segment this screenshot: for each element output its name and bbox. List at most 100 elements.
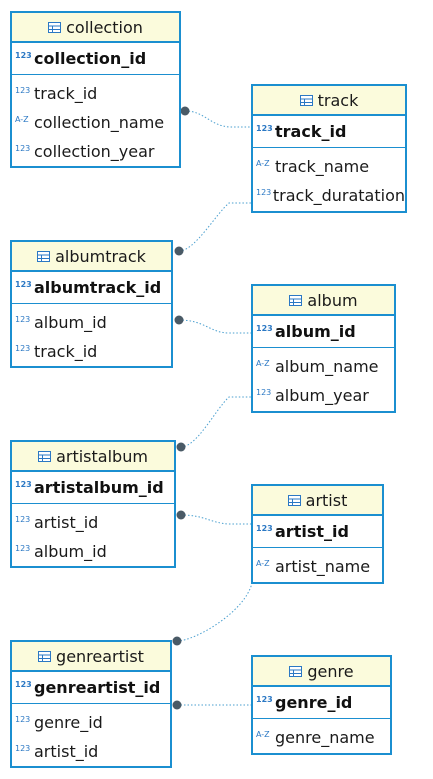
- entity-genreartist[interactable]: genreartist 123 genreartist_id 123 genre…: [10, 640, 172, 768]
- table-icon: [287, 494, 301, 506]
- field-name: album_id: [34, 542, 107, 561]
- link-artistalbum-artist: [180, 514, 252, 525]
- entity-header[interactable]: album: [253, 286, 394, 316]
- connector-dot: [174, 246, 184, 256]
- numeric-type-icon: 123: [15, 85, 31, 95]
- field-name: album_year: [275, 386, 369, 405]
- field[interactable]: 123 artist_id: [12, 737, 170, 766]
- entity-header[interactable]: collection: [12, 13, 179, 43]
- field[interactable]: A-Z collection_name: [12, 108, 179, 137]
- numeric-type-icon: 123: [15, 50, 32, 60]
- entity-header[interactable]: albumtrack: [12, 242, 171, 272]
- connector-dot: [176, 442, 186, 452]
- string-type-icon: A-Z: [256, 158, 270, 168]
- field[interactable]: A-Z track_name: [253, 152, 405, 181]
- field[interactable]: 123 track_id: [12, 79, 179, 108]
- field-name: genre_name: [275, 728, 375, 747]
- field-name: albumtrack_id: [34, 278, 162, 297]
- entity-genre[interactable]: genre 123 genre_id A-Z genre_name: [251, 655, 392, 755]
- field-name: artist_name: [275, 557, 371, 576]
- string-type-icon: A-Z: [256, 558, 270, 568]
- entity-title: album: [307, 290, 358, 310]
- field-name: track_id: [34, 342, 98, 361]
- link-artistalbum-album: [180, 396, 252, 448]
- field-name: artistalbum_id: [34, 478, 164, 497]
- numeric-type-icon: 123: [15, 143, 31, 153]
- entity-header[interactable]: artist: [253, 486, 382, 516]
- pk-field[interactable]: 123 track_id: [253, 116, 405, 148]
- numeric-type-icon: 123: [15, 314, 31, 324]
- numeric-type-icon: 123: [256, 694, 273, 704]
- pk-field[interactable]: 123 collection_id: [12, 43, 179, 75]
- pk-field[interactable]: 123 album_id: [253, 316, 394, 348]
- field-name: artist_id: [34, 742, 99, 761]
- entity-header[interactable]: artistalbum: [12, 442, 174, 472]
- string-type-icon: A-Z: [256, 729, 270, 739]
- numeric-type-icon: 123: [15, 543, 31, 553]
- table-icon: [48, 21, 62, 33]
- table-icon: [38, 450, 52, 462]
- entity-header[interactable]: genreartist: [12, 642, 170, 672]
- field[interactable]: 123 collection_year: [12, 137, 179, 166]
- numeric-type-icon: 123: [256, 323, 273, 333]
- table-icon: [299, 94, 313, 106]
- field-name: track_name: [275, 157, 370, 176]
- field[interactable]: 123 track_duratation: [253, 181, 405, 210]
- field[interactable]: 123 track_id: [12, 337, 171, 366]
- entity-albumtrack[interactable]: albumtrack 123 albumtrack_id 123 album_i…: [10, 240, 173, 368]
- field-name: collection_name: [34, 113, 165, 132]
- numeric-type-icon: 123: [256, 187, 272, 197]
- pk-field[interactable]: 123 genre_id: [253, 687, 390, 719]
- field-name: track_id: [275, 122, 347, 141]
- field-name: collection_id: [34, 49, 147, 68]
- connector-dot: [172, 700, 182, 710]
- table-icon: [289, 665, 303, 677]
- table-icon: [37, 250, 51, 262]
- entity-header[interactable]: track: [253, 86, 405, 116]
- entity-collection[interactable]: collection 123 collection_id 123 track_i…: [10, 11, 181, 168]
- pk-field[interactable]: 123 artistalbum_id: [12, 472, 174, 504]
- numeric-type-icon: 123: [256, 387, 272, 397]
- numeric-type-icon: 123: [15, 714, 31, 724]
- pk-field[interactable]: 123 genreartist_id: [12, 672, 170, 704]
- field-name: track_id: [34, 84, 98, 103]
- field[interactable]: 123 album_id: [12, 537, 174, 566]
- field-name: genreartist_id: [34, 678, 161, 697]
- table-icon: [38, 650, 52, 662]
- numeric-type-icon: 123: [15, 679, 32, 689]
- field[interactable]: 123 artist_id: [12, 508, 174, 537]
- entity-album[interactable]: album 123 album_id A-Z album_name 123 al…: [251, 284, 396, 413]
- entity-track[interactable]: track 123 track_id A-Z track_name 123 tr…: [251, 84, 407, 213]
- link-genreartist-artist: [176, 582, 253, 642]
- string-type-icon: A-Z: [256, 358, 270, 368]
- numeric-type-icon: 123: [256, 523, 273, 533]
- entity-header[interactable]: genre: [253, 657, 390, 687]
- link-albumtrack-album: [178, 319, 252, 334]
- field-name: genre_id: [275, 693, 353, 712]
- field[interactable]: A-Z album_name: [253, 352, 394, 381]
- entity-title: artist: [305, 490, 348, 510]
- field[interactable]: 123 genre_id: [12, 708, 170, 737]
- field-name: artist_id: [34, 513, 99, 532]
- field[interactable]: A-Z genre_name: [253, 723, 390, 752]
- table-icon: [289, 294, 303, 306]
- field[interactable]: 123 album_year: [253, 381, 394, 410]
- entity-artistalbum[interactable]: artistalbum 123 artistalbum_id 123 artis…: [10, 440, 176, 568]
- field-name: album_name: [275, 357, 379, 376]
- entity-title: genre: [307, 661, 354, 681]
- numeric-type-icon: 123: [15, 514, 31, 524]
- link-albumtrack-track: [178, 202, 252, 252]
- entity-artist[interactable]: artist 123 artist_id A-Z artist_name: [251, 484, 384, 584]
- field-name: artist_id: [275, 522, 349, 541]
- pk-field[interactable]: 123 albumtrack_id: [12, 272, 171, 304]
- connector-dot: [176, 510, 186, 520]
- entity-title: albumtrack: [55, 246, 146, 266]
- field-name: album_id: [34, 313, 107, 332]
- string-type-icon: A-Z: [15, 114, 29, 124]
- field[interactable]: 123 album_id: [12, 308, 171, 337]
- field[interactable]: A-Z artist_name: [253, 552, 382, 581]
- field-name: genre_id: [34, 713, 103, 732]
- entity-title: genreartist: [56, 646, 144, 666]
- field-name: album_id: [275, 322, 356, 341]
- pk-field[interactable]: 123 artist_id: [253, 516, 382, 548]
